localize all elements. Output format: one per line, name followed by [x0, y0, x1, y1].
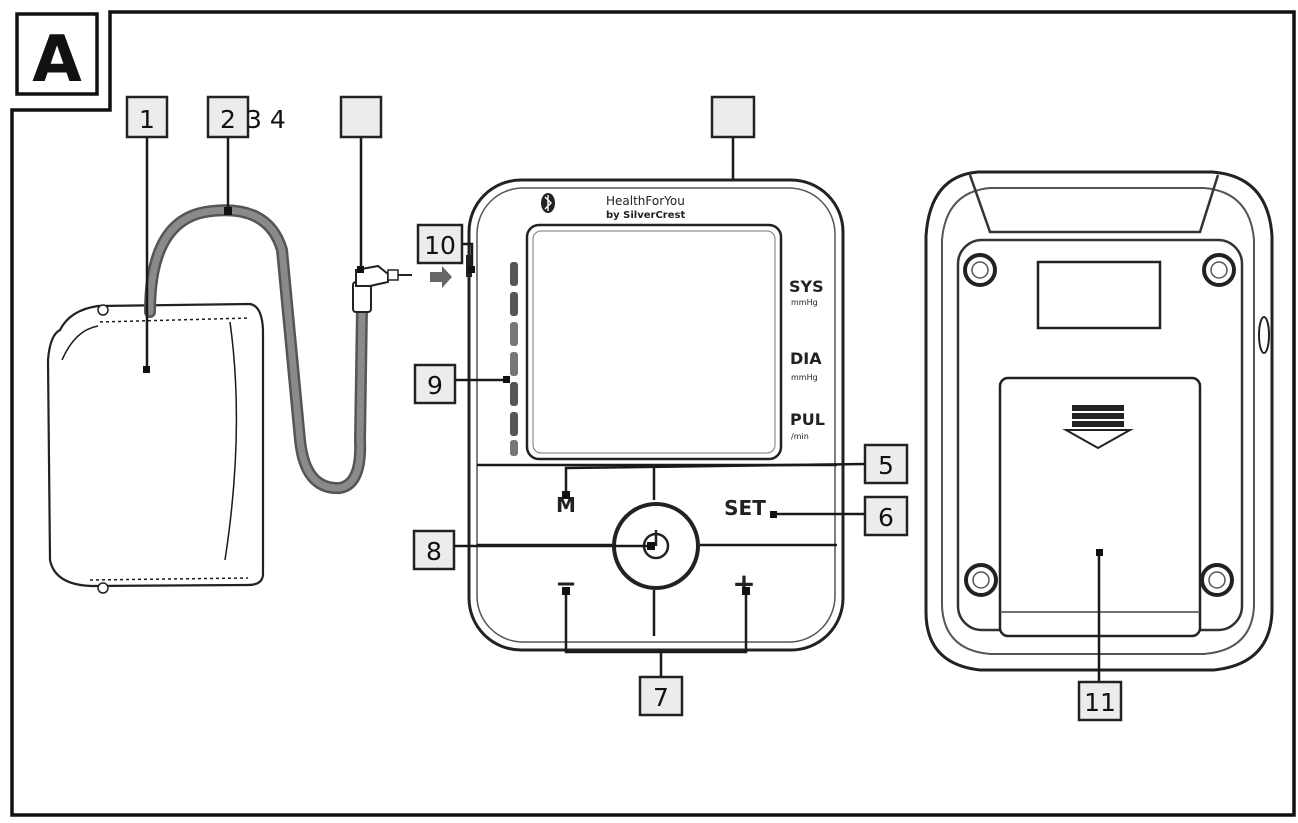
lcd-display	[525, 223, 783, 461]
back-label-window	[1036, 260, 1162, 330]
svg-text:11: 11	[1084, 688, 1116, 717]
callout-8: 8	[412, 529, 655, 571]
dia-label: DIA	[790, 349, 822, 368]
arm-cuff	[46, 302, 265, 594]
svg-text:1: 1	[139, 105, 155, 134]
brand-line-2: by SilverCrest	[606, 210, 685, 221]
screw-top-left	[963, 253, 997, 287]
screw-bottom-left	[964, 563, 998, 597]
m-button[interactable]: M	[556, 493, 576, 517]
svg-text:10: 10	[424, 231, 456, 260]
callout-10: 10	[416, 223, 475, 273]
callout-1: 1	[125, 95, 169, 373]
set-button[interactable]: SET	[724, 496, 766, 520]
brand-line-1: HealthForYou	[606, 194, 685, 208]
callout-9: 9	[413, 363, 510, 405]
figure-label: A	[32, 23, 82, 97]
pul-label: PUL	[790, 410, 825, 429]
callout-2: 2	[206, 95, 250, 215]
plus-button[interactable]: +	[732, 567, 755, 600]
pul-unit: /min	[791, 432, 809, 441]
lid-latch-icon	[1062, 405, 1134, 450]
monitor-front: HealthForYou by SilverCrest SYS mmHg DIA…	[466, 178, 845, 652]
svg-text:2: 2	[220, 105, 236, 134]
svg-text:9: 9	[427, 371, 443, 400]
callout-6: 6	[770, 495, 909, 537]
svg-text:6: 6	[878, 503, 894, 532]
insert-arrow-icon	[430, 266, 452, 288]
sys-label: SYS	[789, 277, 824, 296]
callout-3-4-text: 3 4	[246, 105, 286, 134]
dia-unit: mmHg	[791, 373, 818, 382]
svg-text:5: 5	[878, 451, 894, 480]
diagram-frame	[10, 10, 1296, 817]
callout-3	[339, 95, 383, 273]
screw-top-right	[1202, 253, 1236, 287]
svg-text:8: 8	[426, 537, 442, 566]
minus-button[interactable]: −	[555, 569, 577, 599]
sys-unit: mmHg	[791, 298, 818, 307]
who-indicator-bars	[510, 262, 518, 456]
bluetooth-icon	[541, 193, 555, 213]
screw-bottom-right	[1200, 563, 1234, 597]
callout-7: 7	[562, 587, 750, 717]
figure-label-box	[15, 12, 99, 96]
callout-11: 11	[1077, 549, 1123, 722]
callout-5: 5	[562, 443, 909, 499]
svg-text:7: 7	[653, 683, 669, 712]
